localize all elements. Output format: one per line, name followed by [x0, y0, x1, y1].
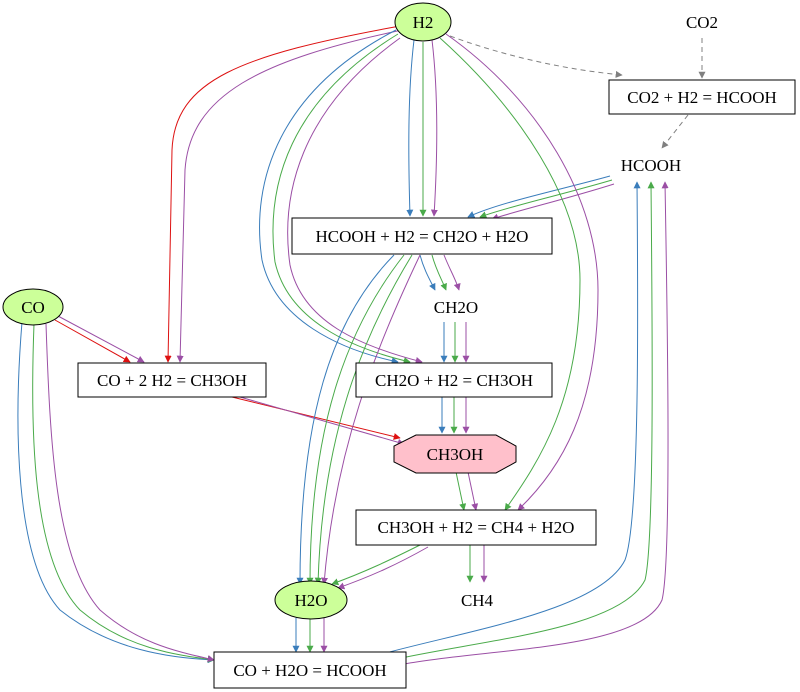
node-co[interactable]: CO [2, 288, 64, 326]
node-reaction-co2-h2-label: CO2 + H2 = HCOOH [627, 88, 777, 107]
edge-h2-to-r-co2 [449, 35, 623, 78]
edge-r-ch3oh-to-h2o-purple [337, 546, 429, 590]
edge-r-hcooh-to-h2o-purple [321, 254, 421, 585]
node-ch2o[interactable]: CH2O [434, 298, 478, 317]
edge-hcooh-to-r-hcooh-green [479, 179, 613, 219]
node-reaction-ch2o-h2[interactable]: CH2O + H2 = CH3OH [355, 362, 553, 398]
node-co2-label: CO2 [686, 13, 718, 32]
edge-h2-to-r-ch2o-green [272, 33, 411, 364]
edge-r-ch3oh-to-h2o-green [331, 544, 421, 586]
node-reaction-co-2h2[interactable]: CO + 2 H2 = CH3OH [77, 362, 267, 398]
edge-h2-to-r-ch3oh-green [439, 37, 581, 511]
edge-r-co-h2o-to-hcooh-blue [381, 181, 641, 655]
edge-h2-to-r-co-2h2-red [164, 25, 401, 363]
node-hcooh[interactable]: HCOOH [621, 156, 681, 175]
node-ch2o-label: CH2O [434, 298, 478, 317]
node-reaction-ch3oh-h2-label: CH3OH + H2 = CH4 + H2O [378, 518, 575, 537]
edge-r-hcooh-to-ch2o-green [431, 254, 447, 291]
node-reaction-co-h2o[interactable]: CO + H2O = HCOOH [213, 651, 407, 689]
edge-r-co-2h2-to-ch3oh-purple [239, 396, 405, 446]
edge-h2-to-r-hcooh-blue [406, 39, 415, 217]
node-ch3oh[interactable]: CH3OH [393, 434, 517, 474]
edge-co-to-r-co-h2o-green [32, 323, 215, 663]
edge-ch3oh-to-r-ch3oh-green [455, 471, 467, 511]
edge-h2-to-r-ch2o-purple [287, 37, 423, 364]
edge-h2-to-r-hcooh-purple [430, 39, 438, 217]
edge-hcooh-to-r-hcooh-blue [467, 175, 611, 218]
edge-h2-to-r-co-2h2-purple [176, 29, 403, 363]
node-reaction-co-2h2-label: CO + 2 H2 = CH3OH [97, 371, 247, 390]
edge-co-to-r-co-h2o-blue [17, 321, 215, 664]
edges [17, 25, 706, 665]
edge-co-to-r-co-2h2-red [54, 319, 131, 363]
edge-r-hcooh-to-ch2o-purple [443, 254, 461, 291]
edge-ch3oh-to-r-ch3oh-purple [467, 471, 479, 511]
node-ch3oh-label: CH3OH [427, 445, 484, 464]
edge-co-to-r-co-2h2-purple [57, 315, 145, 363]
edge-r-co2-to-hcooh [661, 114, 689, 149]
node-h2[interactable]: H2 [394, 2, 452, 42]
node-h2o-label: H2O [294, 591, 327, 610]
edge-r-co-h2o-to-hcooh-green [391, 181, 655, 661]
node-h2o[interactable]: H2O [274, 580, 348, 620]
node-reaction-co-h2o-label: CO + H2O = HCOOH [233, 661, 386, 680]
node-ch4-label: CH4 [461, 591, 494, 610]
edge-r-hcooh-to-h2o-green-2 [314, 254, 413, 585]
edge-hcooh-to-r-hcooh-purple [491, 183, 615, 221]
node-reaction-hcooh-h2[interactable]: HCOOH + H2 = CH2O + H2O [291, 217, 553, 255]
edge-r-co-h2o-to-hcooh-purple [403, 181, 669, 665]
node-reaction-ch3oh-h2[interactable]: CH3OH + H2 = CH4 + H2O [355, 509, 597, 546]
node-reaction-ch2o-h2-label: CH2O + H2 = CH3OH [375, 371, 533, 390]
node-ch4[interactable]: CH4 [461, 591, 494, 610]
edge-h2-to-r-ch2o-blue [259, 29, 399, 365]
edge-r-hcooh-to-h2o-green-1 [306, 254, 405, 585]
node-h2-label: H2 [413, 13, 434, 32]
edge-r-hcooh-to-h2o-blue [296, 254, 395, 585]
edge-co-to-r-co-h2o-purple [45, 323, 215, 662]
node-co2[interactable]: CO2 [686, 13, 718, 32]
edge-r-co-2h2-to-ch3oh-red [231, 396, 401, 440]
node-co-label: CO [21, 298, 45, 317]
node-hcooh-label: HCOOH [621, 156, 681, 175]
node-reaction-co2-h2[interactable]: CO2 + H2 = HCOOH [608, 79, 796, 115]
edge-r-hcooh-to-ch2o-blue [419, 254, 436, 291]
edge-h2-to-r-ch3oh-purple [445, 33, 599, 511]
node-reaction-hcooh-h2-label: HCOOH + H2 = CH2O + H2O [316, 227, 529, 246]
